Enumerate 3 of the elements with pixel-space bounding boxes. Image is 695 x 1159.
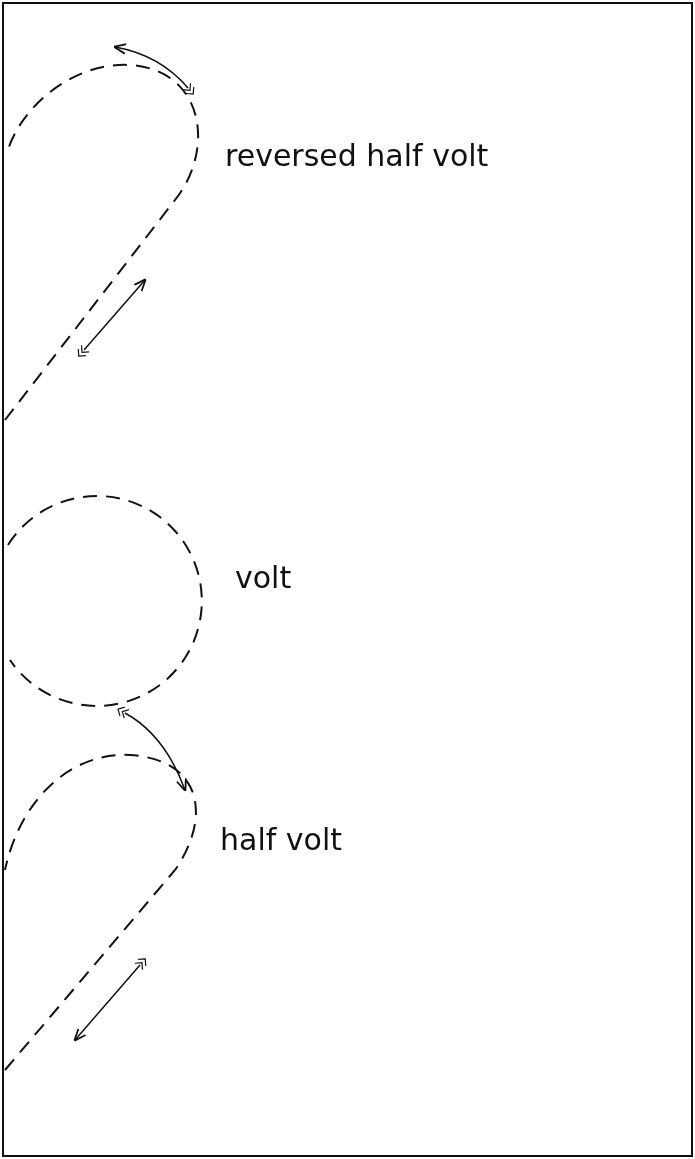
figure-label: reversed half volt [225, 138, 489, 173]
figure-label: volt [235, 560, 292, 595]
figure-label: half volt [220, 822, 343, 857]
